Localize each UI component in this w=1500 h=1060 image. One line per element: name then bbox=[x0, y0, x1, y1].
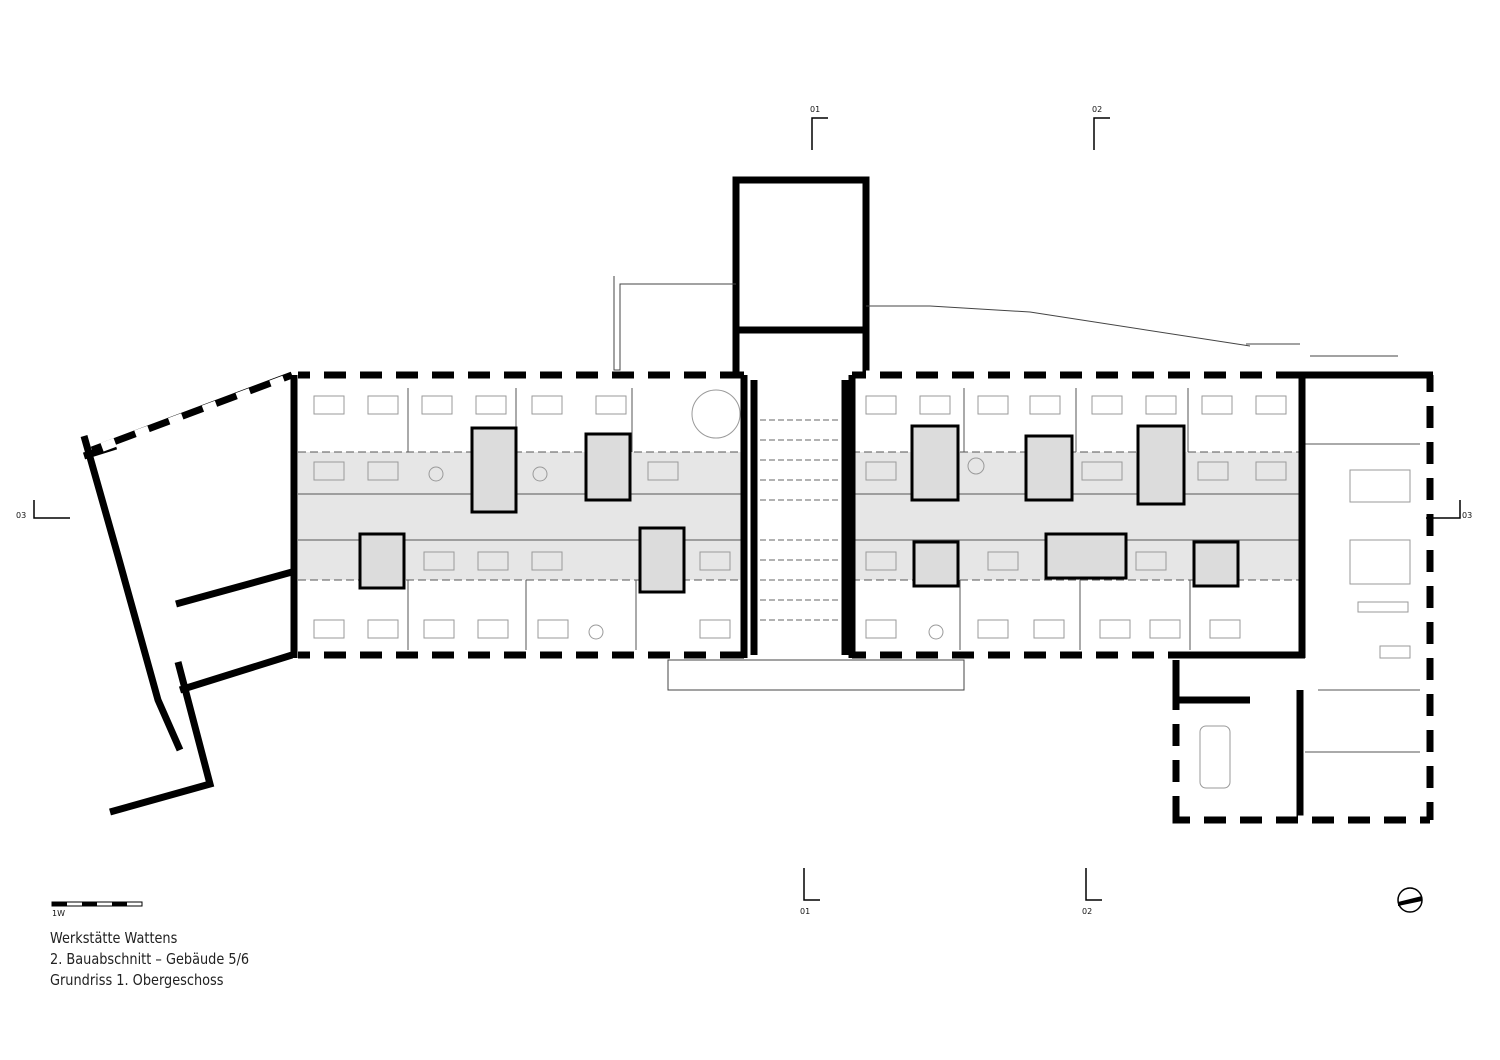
drawing-name: Grundriss 1. Obergeschoss bbox=[50, 971, 224, 989]
section-label-03-left: 03 bbox=[16, 511, 26, 520]
section-markers bbox=[33, 117, 1461, 901]
furniture bbox=[313, 389, 1411, 789]
scale-bar-label: 1W bbox=[52, 909, 65, 918]
balcony-railing bbox=[613, 276, 1398, 691]
section-label-01-top: 01 bbox=[810, 105, 820, 114]
section-label-01-bottom: 01 bbox=[800, 907, 810, 916]
section-label-02-bottom: 02 bbox=[1082, 907, 1092, 916]
exterior-walls bbox=[80, 176, 1434, 824]
window-openings bbox=[98, 370, 1435, 825]
stair-treads bbox=[760, 419, 840, 621]
north-arrow-icon bbox=[1397, 887, 1423, 913]
scale-bar bbox=[51, 901, 143, 907]
section-label-02-top: 02 bbox=[1092, 105, 1102, 114]
drawing-title-block: Werkstätte Wattens 2. Bauabschnitt – Geb… bbox=[50, 928, 249, 991]
section-label-03-right: 03 bbox=[1462, 511, 1472, 520]
meeting-rooms bbox=[358, 424, 1240, 594]
project-name: Werkstätte Wattens bbox=[50, 929, 178, 947]
project-phase: 2. Bauabschnitt – Gebäude 5/6 bbox=[50, 950, 250, 968]
